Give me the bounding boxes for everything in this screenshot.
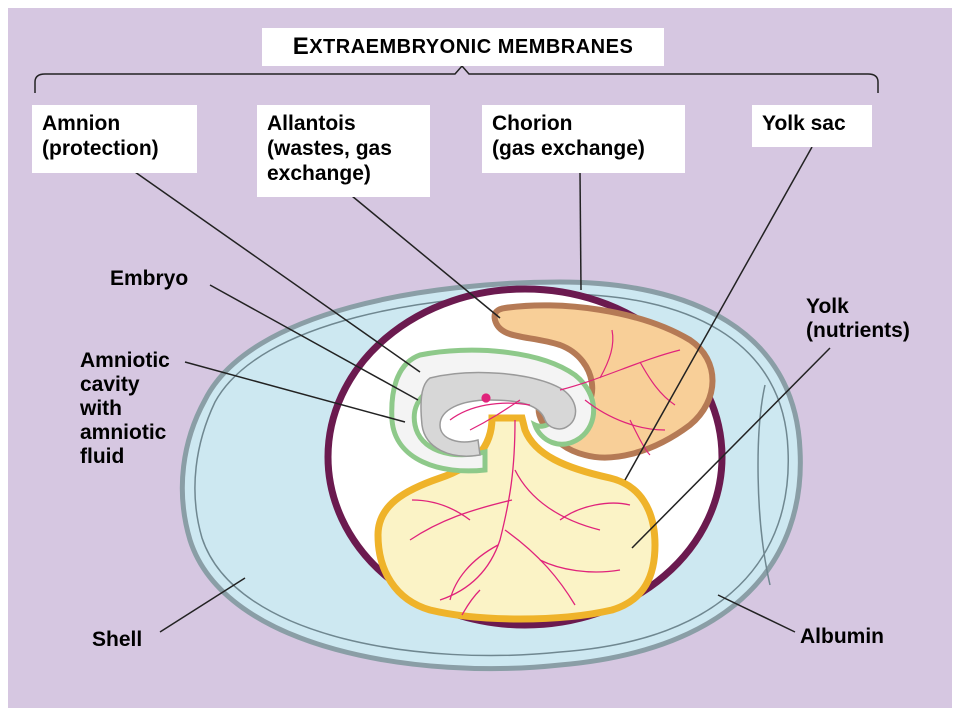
allantois-blood-vessels [559, 329, 681, 456]
yolk-blood-vessels [409, 419, 631, 616]
title-bracket [34, 64, 879, 93]
shell-label: Shell [92, 628, 143, 651]
air-cell-line [757, 384, 771, 586]
title-rest: XTRAEMBRYONIC MEMBRANES [309, 35, 634, 58]
embryo-blood-vessels [449, 393, 531, 431]
yolk-sac [374, 414, 659, 623]
amniotic-cavity-label: Amniotic cavity with amniotic fluid [80, 349, 170, 468]
leader-lines [134, 146, 831, 633]
yolk-sac-label-box: Yolk sac [752, 105, 872, 147]
yolk-label: Yolk (nutrients) [806, 295, 910, 342]
albumin-label: Albumin [800, 625, 884, 648]
amnion-label-box: Amnion (protection) [32, 105, 197, 173]
allantois-label-box: Allantois (wastes, gas exchange) [257, 105, 430, 197]
embryo-label: Embryo [110, 267, 189, 290]
title-first-letter: E [292, 33, 310, 60]
chorion-label-box: Chorion (gas exchange) [482, 105, 685, 173]
